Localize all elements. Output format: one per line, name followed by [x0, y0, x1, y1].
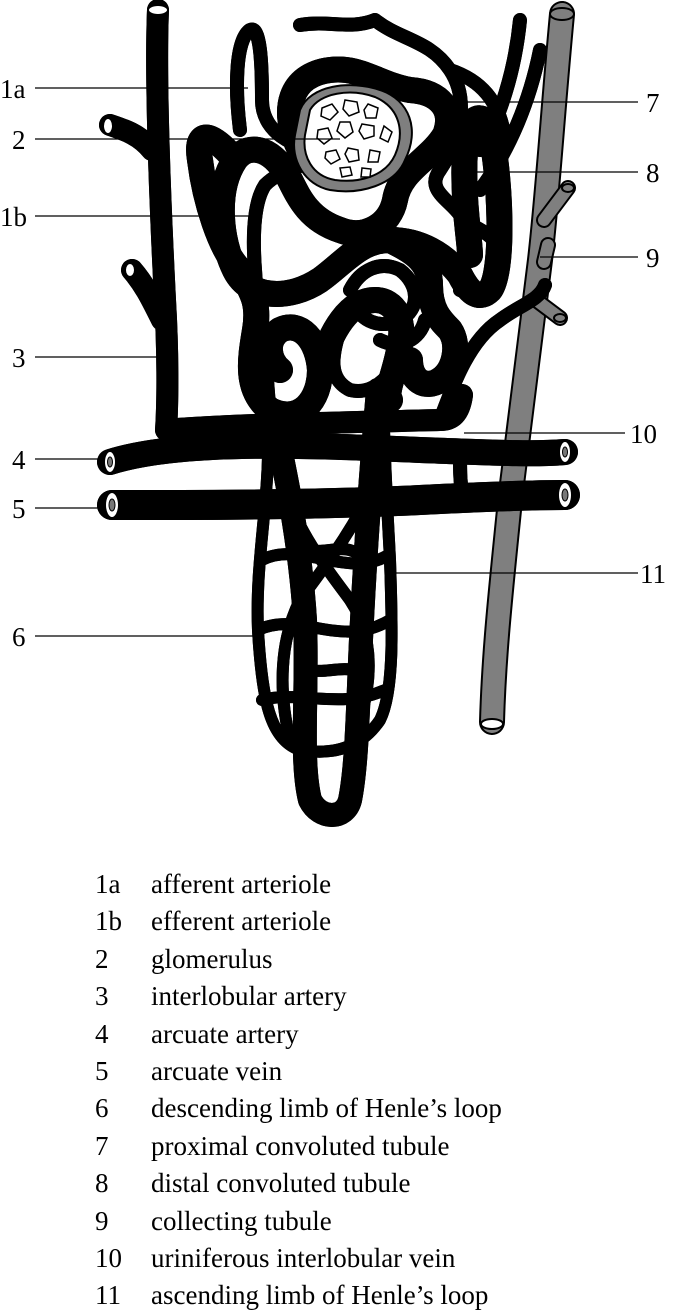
- label-11: 11: [640, 559, 666, 589]
- arcuate-vessels: [97, 441, 580, 520]
- vessels: [97, 0, 580, 752]
- legend-text: interlobular artery: [151, 981, 347, 1012]
- legend-item: 5 arcuate vein: [95, 1053, 502, 1090]
- glomerulus: [293, 84, 413, 193]
- arterioles: [237, 13, 552, 499]
- legend-text: arcuate artery: [151, 1018, 299, 1049]
- diagram-labels: 1a 2 1b 3 4 5 6 7 8 9 10 11: [0, 74, 666, 652]
- legend-item: 4 arcuate artery: [95, 1016, 502, 1053]
- label-2: 2: [12, 125, 26, 155]
- nephron-diagram: 1a 2 1b 3 4 5 6 7 8 9 10 11: [0, 0, 666, 840]
- label-9: 9: [646, 243, 660, 273]
- legend-text: arcuate vein: [151, 1055, 283, 1086]
- legend-text: proximal convoluted tubule: [151, 1130, 450, 1161]
- tubules: [199, 1, 576, 815]
- label-4: 4: [12, 445, 26, 475]
- legend-code: 8: [95, 1168, 109, 1199]
- legend-code: 1a: [95, 869, 121, 899]
- legend-text: distal convoluted tubule: [151, 1168, 411, 1199]
- legend-text: afferent arteriole: [151, 869, 332, 899]
- legend-item: 10 uriniferous interlobular vein: [95, 1240, 502, 1277]
- legend-code: 10: [95, 1242, 122, 1273]
- legend-code: 2: [95, 943, 109, 974]
- legend-text: uriniferous interlobular vein: [151, 1242, 456, 1273]
- legend-code: 5: [95, 1055, 109, 1086]
- legend-text: descending limb of Henle’s loop: [151, 1093, 502, 1124]
- legend-item: 1a afferent arteriole: [95, 866, 502, 903]
- legend-item: 7 proximal convoluted tubule: [95, 1128, 502, 1165]
- legend-item: 2 glomerulus: [95, 941, 502, 978]
- label-8: 8: [646, 158, 660, 188]
- legend-code: 11: [95, 1280, 121, 1311]
- label-5: 5: [12, 494, 26, 524]
- legend-item: 8 distal convoluted tubule: [95, 1165, 502, 1202]
- label-1b: 1b: [0, 202, 27, 232]
- legend-code: 1b: [95, 906, 122, 937]
- legend-code: 4: [95, 1018, 109, 1049]
- label-7: 7: [646, 88, 660, 118]
- label-3: 3: [12, 343, 26, 373]
- legend-item: 3 interlobular artery: [95, 978, 502, 1015]
- legend-code: 9: [95, 1205, 109, 1236]
- legend-item: 1b efferent arteriole: [95, 903, 502, 940]
- legend-text: efferent arteriole: [151, 906, 332, 937]
- leader-lines: [35, 87, 638, 637]
- legend-code: 6: [95, 1093, 109, 1124]
- label-6: 6: [12, 622, 26, 652]
- interlobular-artery: [99, 0, 473, 441]
- legend-code: 3: [95, 981, 109, 1012]
- label-1a: 1a: [0, 74, 26, 104]
- collecting-tubule: [479, 1, 576, 735]
- legend-text: glomerulus: [151, 943, 273, 974]
- legend-text: collecting tubule: [151, 1205, 332, 1236]
- legend-item: 11 ascending limb of Henle’s loop: [95, 1277, 502, 1314]
- label-10: 10: [630, 419, 657, 449]
- legend: 1a afferent arteriole 1b efferent arteriol…: [95, 866, 502, 1315]
- legend-item: 6 descending limb of Henle’s loop: [95, 1090, 502, 1127]
- legend-item: 9 collecting tubule: [95, 1203, 502, 1240]
- legend-code: 7: [95, 1130, 109, 1161]
- legend-text: ascending limb of Henle’s loop: [151, 1280, 489, 1311]
